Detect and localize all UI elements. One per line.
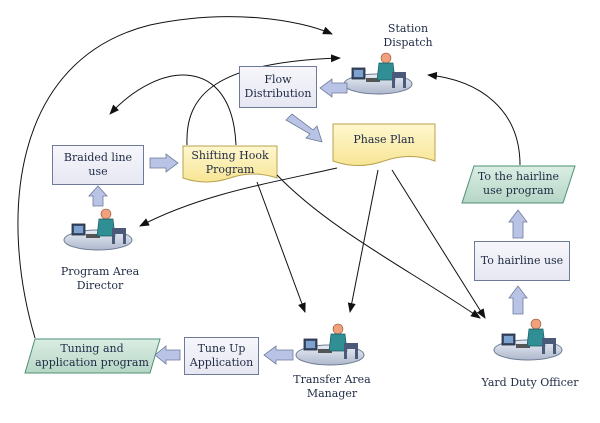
tuning-program-shape (24, 338, 161, 374)
yard-duty-officer-worker-icon (493, 318, 563, 361)
yard-duty-officer-label: Yard Duty Officer (481, 376, 579, 389)
block-arrow-director-to-braided (88, 185, 108, 207)
connector-shifting-to-braided (109, 74, 237, 146)
block-arrow-manager-to-tuneup (263, 345, 294, 365)
block-arrow-officer-to-hairline (508, 285, 528, 315)
flow-distribution-box: Flow Distribution (239, 66, 317, 108)
phase-plan-shape (332, 123, 436, 166)
braided-line-use-box: Braided line use (52, 145, 144, 185)
shifting-hook-program-shape (182, 145, 278, 183)
station-dispatch-label: Station Dispatch (383, 22, 433, 49)
connector-shifting-to-manager (256, 181, 306, 313)
tune-up-application-box: Tune Up Application (184, 337, 259, 375)
transfer-area-manager-label: Transfer Area Manager (293, 373, 371, 400)
phase-plan-label: Phase Plan (353, 133, 415, 146)
to-hairline-use-box: To hairline use (474, 241, 570, 281)
block-arrow-flow-to-phase (285, 113, 323, 143)
connector-phase-to-director (139, 167, 338, 227)
block-arrow-dispatch-to-flow (319, 78, 348, 98)
program-area-director-worker-icon (63, 208, 133, 251)
station-dispatch-worker-icon (343, 52, 413, 95)
connector-shifting-to-dispatch (186, 54, 341, 146)
block-arrow-braided-to-shifting (149, 153, 179, 173)
block-arrow-tuneup-to-tuning (154, 345, 181, 365)
connector-tuning-to-dispatch-outer (17, 16, 333, 339)
tuning-program-label: Tuning and application program (35, 342, 149, 369)
connector-phase-to-manager (347, 169, 379, 313)
program-area-director-label: Program Area Director (60, 265, 140, 292)
connector-shifting-to-officer (276, 174, 481, 319)
shifting-hook-program-label: Shifting Hook Program (191, 149, 269, 176)
transfer-area-manager-worker-icon (295, 323, 365, 366)
connector-phase-to-officer (391, 169, 486, 319)
block-arrow-hairline-to-program (508, 209, 528, 239)
hairline-program-label: To the hairline use program (477, 170, 560, 197)
hairline-program-shape (461, 165, 576, 204)
connector-hairline-program-to-dispatch (427, 71, 521, 166)
